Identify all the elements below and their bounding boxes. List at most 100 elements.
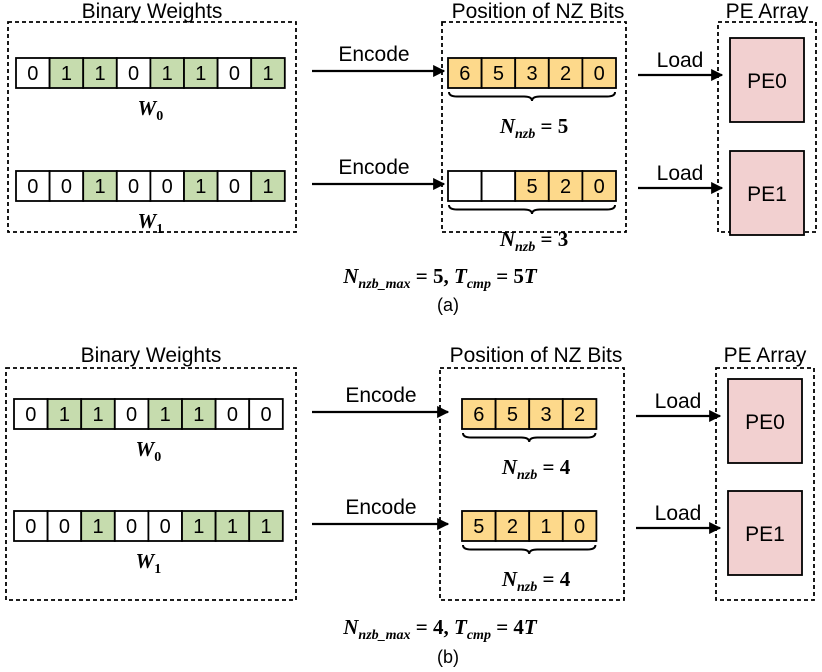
position-value: 2 (574, 404, 585, 426)
brace (448, 204, 616, 215)
position-cell (494, 510, 531, 542)
brace (462, 432, 597, 443)
position-value: 3 (526, 63, 537, 85)
bit-value: 0 (229, 176, 240, 198)
nz-positions-group (439, 367, 625, 601)
bit-value: 0 (229, 63, 240, 85)
pe-box (729, 37, 805, 123)
bit-value: 0 (61, 176, 72, 198)
position-cell (547, 170, 584, 202)
bit-value: 1 (260, 516, 271, 538)
bit-cell (48, 57, 85, 89)
bit-cell (216, 57, 253, 89)
binary-weights-group (5, 367, 297, 601)
bit-value: 1 (92, 404, 103, 426)
bit-cell (214, 510, 251, 542)
bit-cell (250, 170, 286, 202)
bit-value: 0 (160, 516, 171, 538)
bit-cell (149, 170, 185, 202)
pe-array-group (715, 367, 815, 601)
position-cell (561, 510, 598, 542)
position-value: 2 (560, 63, 571, 85)
position-cell (581, 57, 617, 89)
bit-value: 0 (27, 63, 38, 85)
load-label: Load (655, 390, 702, 413)
bit-value: 1 (195, 176, 206, 198)
panel-caption: (a) (437, 295, 459, 315)
weight-label: W1 (138, 209, 164, 237)
summary-equation: Nnzb_max = 4, Tcmp = 4T (342, 615, 538, 643)
panel-caption: (b) (437, 647, 459, 667)
weight-label: W0 (138, 96, 164, 124)
header-binary-weights: Binary Weights (82, 0, 223, 23)
header-pe-array: PE Array (724, 344, 807, 367)
position-value: 5 (493, 63, 504, 85)
position-cell (461, 398, 497, 430)
position-value: 5 (507, 404, 518, 426)
bit-cell (15, 170, 51, 202)
header-pe-array: PE Array (726, 0, 809, 23)
panel-b: Binary Weights Position of NZ Bits PE Arra… (5, 344, 815, 667)
position-value: 0 (594, 63, 605, 85)
nzb-count: Nnzb = 4 (501, 567, 571, 595)
pe-box (727, 490, 803, 576)
load-label: Load (655, 502, 702, 525)
bit-value: 1 (195, 63, 206, 85)
position-value: 6 (473, 404, 484, 426)
bit-value: 1 (61, 63, 72, 85)
header-position-nz-bits: Position of NZ Bits (450, 344, 623, 367)
encode-label: Encode (345, 496, 416, 519)
bit-cell (181, 398, 217, 430)
position-cell (514, 57, 550, 89)
bit-cell (82, 57, 118, 89)
pe-label: PE1 (745, 523, 785, 546)
encode-label: Encode (338, 156, 409, 179)
empty-position-cell (480, 170, 517, 202)
position-value: 5 (473, 516, 484, 538)
binary-weights-group (7, 21, 297, 233)
load-label: Load (657, 162, 704, 185)
header-binary-weights: Binary Weights (81, 344, 222, 367)
bit-value: 1 (94, 63, 105, 85)
panel-a: Binary Weights Position of NZ Bits PE Arra… (7, 0, 817, 315)
position-value: 2 (560, 176, 571, 198)
summary-equation: Nnzb_max = 5, Tcmp = 5T (342, 264, 538, 292)
bit-value: 0 (25, 516, 36, 538)
position-value: 0 (574, 516, 585, 538)
bit-value: 1 (262, 63, 273, 85)
bit-value: 1 (193, 516, 204, 538)
position-value: 2 (507, 516, 518, 538)
bit-cell (250, 57, 286, 89)
bit-value: 0 (260, 404, 271, 426)
position-cell (561, 398, 598, 430)
nzb-count: Nnzb = 5 (499, 114, 568, 142)
bit-cell (80, 510, 116, 542)
pe-label: PE1 (747, 183, 787, 206)
brace (462, 544, 597, 555)
encode-label: Encode (345, 384, 416, 407)
position-value: 0 (594, 176, 605, 198)
position-cell (581, 170, 617, 202)
bit-value: 0 (227, 404, 238, 426)
header-position-nz-bits: Position of NZ Bits (452, 0, 625, 23)
bit-cell (248, 510, 284, 542)
nzb-count: Nnzb = 4 (501, 455, 571, 483)
bit-value: 1 (59, 404, 70, 426)
bit-value: 1 (94, 176, 105, 198)
bit-cell (13, 398, 49, 430)
weight-label: W1 (136, 549, 162, 577)
pe-box (729, 150, 805, 236)
bit-value: 0 (126, 516, 137, 538)
encode-label: Encode (338, 43, 409, 66)
position-value: 1 (540, 516, 551, 538)
bit-value: 1 (162, 63, 173, 85)
position-cell (547, 57, 584, 89)
bit-cell (82, 170, 118, 202)
bit-value: 0 (25, 404, 36, 426)
position-cell (528, 510, 564, 542)
